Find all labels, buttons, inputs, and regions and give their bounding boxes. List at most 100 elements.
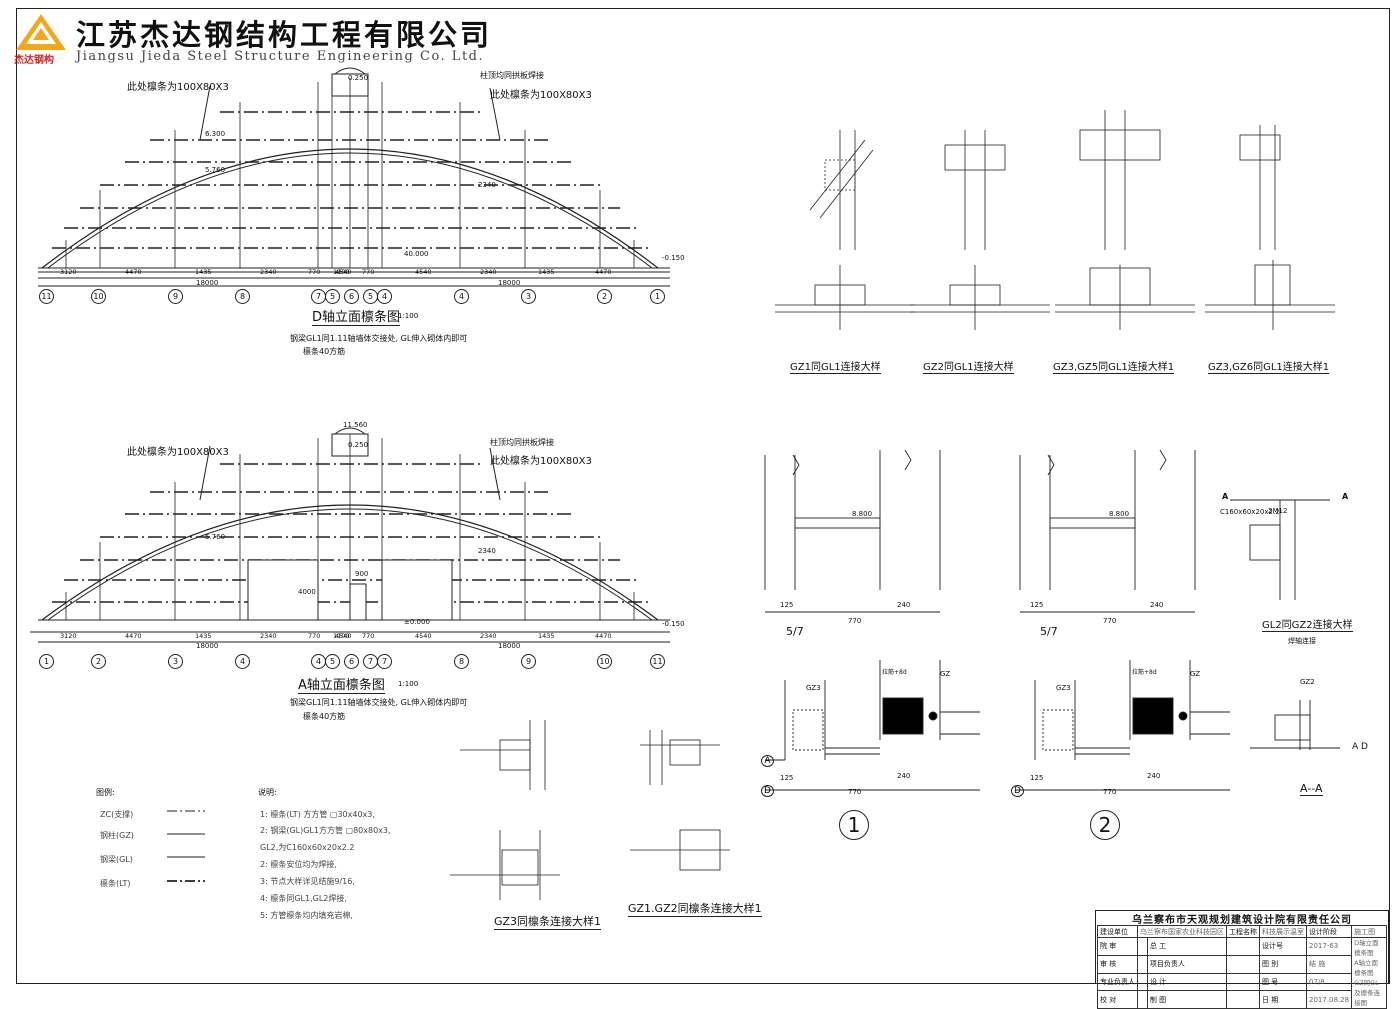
- tb-r4-c: 日 期: [1259, 990, 1307, 1009]
- title-block-institute: 乌兰察布市天观规划建筑设计院有限责任公司: [1132, 915, 1352, 926]
- elev-a-level-5: 4000: [298, 588, 316, 596]
- bottom-dim-770-right: 770: [1103, 788, 1117, 796]
- elev-d-scale: 1:100: [398, 312, 419, 320]
- elev-a-dim-2: 1435: [195, 632, 212, 640]
- elev-a-dim-8: 4540: [415, 632, 432, 640]
- elev-a-axis-0: 1: [39, 654, 54, 669]
- bottom-dim-240-right: 240: [1147, 772, 1161, 780]
- elev-d-dim-5: 770: [308, 268, 321, 276]
- elev-a-axis-4: 4: [311, 654, 326, 669]
- elev-a-axis-3: 4: [235, 654, 250, 669]
- tb-r3-a: 专业负责人: [1097, 972, 1138, 992]
- small-connection-details: [450, 720, 730, 900]
- notes-heading: 说明:: [258, 788, 277, 797]
- elev-d-overall-right: 18000: [498, 279, 521, 287]
- legend-label-lt: 檩条(LT): [100, 879, 131, 888]
- note-item-4: 2: 檩条安位均为焊接,: [260, 860, 337, 869]
- mid-dim-240-left: 240: [897, 601, 911, 609]
- tb-r1-a: 院 审: [1097, 937, 1138, 956]
- tb-r3-c: 图 号: [1259, 972, 1307, 992]
- elev-d-level-1: 6.300: [205, 130, 226, 138]
- elev-d-axis-2: 9: [168, 289, 183, 304]
- logo-caption: 杰达钢构: [14, 55, 54, 66]
- bottom-axis-d-left: D: [761, 785, 774, 797]
- elev-a-axis-6: 6: [344, 654, 359, 669]
- elev-d-dim-2: 1435: [195, 268, 212, 276]
- bottom-dim-770-left: 770: [848, 788, 862, 796]
- note-item-6: 4: 檩条同GL1,GL2焊接,: [260, 894, 347, 903]
- elev-d-axis-1: 10: [91, 289, 106, 304]
- elev-d-level-5: 2340: [478, 181, 496, 189]
- elev-a-title: A轴立面檩条图: [298, 674, 385, 694]
- elev-a-axis-7: 7: [363, 654, 378, 669]
- elev-d-note1: 钢梁GL1同1.11轴墙体交接处, GL伸入砌体内即可: [290, 334, 468, 343]
- gl2-gz2-subtitle: 焊轴连接: [1288, 637, 1316, 645]
- gl2-bolt: 2M12: [1268, 507, 1288, 515]
- elev-a-level-3: ±0.000: [404, 618, 430, 626]
- elev-d-callout-right-b: 此处檩条为100X80X3: [490, 90, 592, 101]
- tb-drawing-name-1: D轴立面檩条图: [1354, 939, 1379, 957]
- tb-r2-c: 图 别: [1259, 954, 1307, 974]
- elev-d-axis-4: 7: [311, 289, 326, 304]
- elev-d-dim-11: 4470: [595, 268, 612, 276]
- section-a-a-title: A--A: [1300, 782, 1323, 796]
- small-detail-gz1-gz2-title: GZ1.GZ2同檩条连接大样1: [628, 902, 762, 917]
- elev-d-axis-3: 8: [235, 289, 250, 304]
- elev-d-dim-7: 770: [362, 268, 375, 276]
- tb-r3-b: 设 计: [1146, 972, 1228, 992]
- elev-d-level-4: -0.150: [662, 254, 685, 262]
- elev-d-callout-right-a: 柱顶均同拱板焊接: [480, 71, 544, 80]
- elev-a-callout-right-a: 柱顶均同拱板焊接: [490, 438, 554, 447]
- bottom-gz3-right: GZ3: [1056, 684, 1071, 692]
- elev-d-note2: 檩条40方筋: [303, 347, 346, 356]
- tb-project-value: 科技展示温室: [1259, 925, 1307, 938]
- mid-dim-125-right: 125: [1030, 601, 1044, 609]
- tb-stage-label: 设计阶段: [1305, 925, 1353, 938]
- tb-r4-a: 校 对: [1097, 990, 1138, 1009]
- elev-a-dim-4: 4540: [335, 632, 352, 640]
- tb-unit-label: 建设单位: [1097, 925, 1138, 938]
- title-block-table: 建设单位 乌兰察布国家农业科技园区 工程名称 科技展示温室 设计阶段 施工图 院…: [1097, 925, 1387, 1009]
- elev-a-level-top: 11.560: [343, 421, 368, 429]
- bottom-axis-a-left: A: [761, 755, 774, 767]
- section-mark-a-right: A: [1342, 492, 1349, 501]
- elev-d-dim-1: 4470: [125, 268, 142, 276]
- tb-drawing-name-2: A轴立面檩条图: [1354, 959, 1379, 977]
- elev-a-level-2: 5.760: [205, 533, 226, 541]
- elev-a-level-1: 0.250: [348, 441, 369, 449]
- elev-d-axis-0: 11: [39, 289, 54, 304]
- tb-r4-b: 制 图: [1146, 990, 1228, 1009]
- elev-a-dim-11: 4470: [595, 632, 612, 640]
- elev-a-level-6: 900: [355, 570, 369, 578]
- elev-d-axis-12: 1: [650, 289, 665, 304]
- bottom-bolt-right: 拉筋+8d: [1132, 669, 1157, 676]
- detail-gz1-gl1-title: GZ1同GL1连接大样: [790, 358, 881, 374]
- legend-heading: 图例:: [96, 788, 115, 797]
- elev-a-dim-5: 770: [308, 632, 321, 640]
- elev-d-axis-9: 4: [454, 289, 469, 304]
- mid-dim-240-right: 240: [1150, 601, 1164, 609]
- tb-stage-value: 施工图: [1351, 925, 1387, 938]
- connection-details-bottom: [765, 660, 1340, 791]
- elev-a-note2: 檩条40方筋: [303, 712, 346, 721]
- elev-a-scale: 1:100: [398, 680, 419, 688]
- elev-d-title: D轴立面檩条图: [312, 306, 401, 326]
- elev-a-axis-1: 2: [91, 654, 106, 669]
- tb-r1-d: 2017-63: [1305, 937, 1353, 956]
- mid-level-right: 8.800: [1109, 510, 1130, 518]
- bottom-axis-ad: A D: [1352, 742, 1368, 752]
- tb-r1-b: 总 工: [1146, 937, 1228, 956]
- note-item-2: 2: 钢梁(GL)GL1方方管 ▢80x80x3,: [260, 826, 391, 835]
- detail-gz3-gz6-title: GZ3,GZ6同GL1连接大样1: [1208, 358, 1330, 374]
- detail-gz3-gz5-title: GZ3,GZ5同GL1连接大样1: [1053, 358, 1175, 374]
- mid-dim-770-right: 770: [1103, 617, 1117, 625]
- connection-details-mid: [764, 449, 1330, 613]
- elev-a-callout-left: 此处檩条为100X80X3: [127, 447, 229, 458]
- company-name-cn: 江苏杰达钢结构工程有限公司: [76, 18, 493, 52]
- elev-d-dim-4: 4540: [335, 268, 352, 276]
- legend-label-zc: ZC(支撑): [100, 810, 134, 819]
- note-item-1: 1: 檩条(LT) 方方管 ▢30x40x3,: [260, 810, 375, 819]
- elev-d-axis-7: 5: [363, 289, 378, 304]
- elevation-a-drawing: [30, 427, 670, 643]
- tb-r1-c: 设计号: [1259, 937, 1307, 956]
